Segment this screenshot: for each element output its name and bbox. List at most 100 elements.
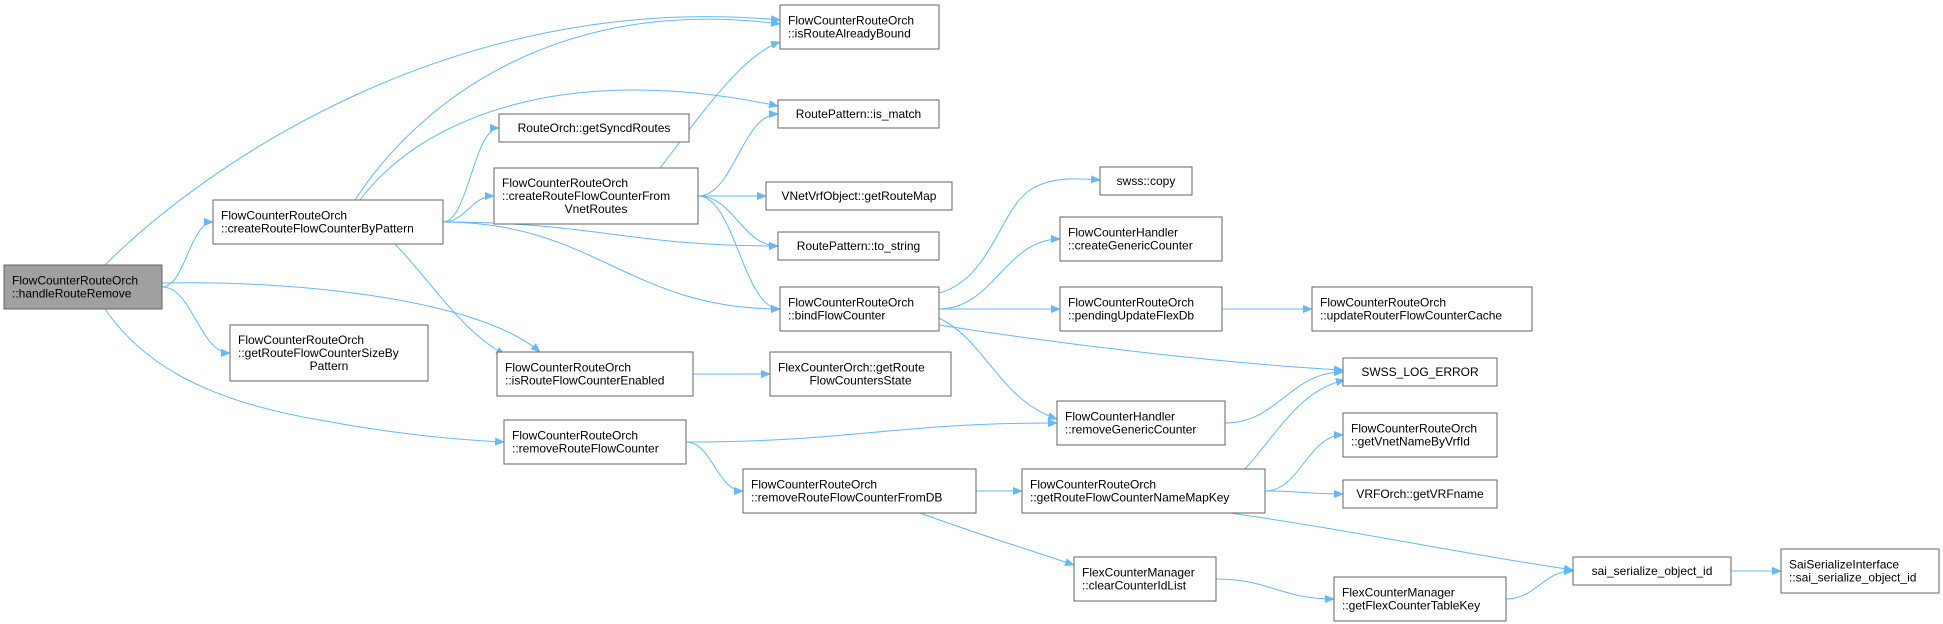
node-label-line: FlowCounterRouteOrch xyxy=(1068,296,1194,310)
node-label-line: FlowCounterRouteOrch xyxy=(238,333,364,347)
node-removeRouteFlowCounterFromDB[interactable]: FlowCounterRouteOrch::removeRouteFlowCou… xyxy=(742,468,977,514)
node-label-line: ::getRouteFlowCounterSizeBy xyxy=(238,346,399,360)
node-label-line: FlowCounterRouteOrch xyxy=(512,429,638,443)
edge-getRouteFlowCounterNameMapKey-to-getVRFname xyxy=(1264,489,1344,498)
node-box xyxy=(3,264,163,310)
node-label-line: sai_serialize_object_id xyxy=(1592,564,1713,578)
node-label-line: SWSS_LOG_ERROR xyxy=(1361,365,1479,379)
node-getRouteFlowCounterSizeByPattern[interactable]: FlowCounterRouteOrch::getRouteFlowCounte… xyxy=(229,324,429,382)
node-clearCounterIdList[interactable]: FlexCounterManager::clearCounterIdList xyxy=(1073,556,1217,602)
node-createGenericCounter[interactable]: FlowCounterHandler::createGenericCounter xyxy=(1059,216,1223,262)
edge-createRouteFlowCounterFromVnetRoutes-to-is_match xyxy=(697,110,779,197)
node-label-line: FlowCounterRouteOrch xyxy=(1320,296,1446,310)
node-SaiSerializeInterface_sai_serialize_object_id[interactable]: SaiSerializeInterface::sai_serialize_obj… xyxy=(1780,548,1940,594)
node-label-line: ::sai_serialize_object_id xyxy=(1789,571,1916,585)
node-updateRouterFlowCounterCache[interactable]: FlowCounterRouteOrch::updateRouterFlowCo… xyxy=(1311,286,1533,332)
node-label-line: FlowCounterRouteOrch xyxy=(1351,422,1477,436)
node-box xyxy=(1333,576,1507,622)
edge-clearCounterIdList-to-getFlexCounterTableKey xyxy=(1215,578,1335,603)
node-pendingUpdateFlexDb[interactable]: FlowCounterRouteOrch::pendingUpdateFlexD… xyxy=(1059,286,1223,332)
node-label-line: FlowCounterRouteOrch xyxy=(12,274,138,288)
node-box xyxy=(1572,556,1732,586)
node-to_string[interactable]: RoutePattern::to_string xyxy=(777,231,940,261)
node-isRouteFlowCounterEnabled[interactable]: FlowCounterRouteOrch::isRouteFlowCounter… xyxy=(496,351,694,397)
node-box xyxy=(1311,286,1533,332)
node-box xyxy=(777,231,940,261)
node-getRouteFlowCounterNameMapKey[interactable]: FlowCounterRouteOrch::getRouteFlowCounte… xyxy=(1021,468,1266,514)
node-getRouteMap[interactable]: VNetVrfObject::getRouteMap xyxy=(765,181,953,211)
edge-getFlexCounterTableKey-to-sai_serialize_object_id xyxy=(1505,567,1574,600)
node-SWSS_LOG_ERROR[interactable]: SWSS_LOG_ERROR xyxy=(1342,357,1498,387)
edge-handleRouteRemove-to-createRouteFlowCounterByPattern xyxy=(161,218,214,288)
node-label-line: RouteOrch::getSyncdRoutes xyxy=(518,121,671,135)
node-label-line: ::removeRouteFlowCounterFromDB xyxy=(751,491,942,505)
node-removeRouteFlowCounter[interactable]: FlowCounterRouteOrch::removeRouteFlowCou… xyxy=(503,419,687,465)
node-label-line: FlowCounterRouteOrch xyxy=(751,478,877,492)
edge-getRouteFlowCounterNameMapKey-to-SWSS_LOG_ERROR xyxy=(1244,378,1346,470)
node-label-line: ::removeRouteFlowCounter xyxy=(512,442,659,456)
node-label-line: ::pendingUpdateFlexDb xyxy=(1068,309,1194,323)
node-label-line: FlowCounterRouteOrch xyxy=(502,176,628,190)
node-sai_serialize_object_id[interactable]: sai_serialize_object_id xyxy=(1572,556,1732,586)
edge-bindFlowCounter-to-SWSS_LOG_ERROR xyxy=(938,324,1344,374)
edge-createRouteFlowCounterFromVnetRoutes-to-isRouteAlreadyBound xyxy=(659,40,781,169)
node-getVRFname[interactable]: VRFOrch::getVRFname xyxy=(1342,479,1498,509)
node-box xyxy=(212,199,444,245)
node-getFlexCounterTableKey[interactable]: FlexCounterManager::getFlexCounterTableK… xyxy=(1333,576,1507,622)
node-box xyxy=(1780,548,1940,594)
node-layer: FlowCounterRouteOrch::handleRouteRemoveF… xyxy=(3,4,1940,622)
edge-bindFlowCounter-to-copy xyxy=(938,175,1101,294)
edge-bindFlowCounter-to-createGenericCounter xyxy=(938,235,1061,310)
node-label-line: VNetVrfObject::getRouteMap xyxy=(782,189,937,203)
node-label-line: ::isRouteFlowCounterEnabled xyxy=(505,374,664,388)
node-label-line: FlowCounterHandler xyxy=(1065,410,1175,424)
node-removeGenericCounter[interactable]: FlowCounterHandler::removeGenericCounter xyxy=(1056,400,1226,446)
edge-layer xyxy=(104,15,1782,603)
edge-createRouteFlowCounterByPattern-to-isRouteAlreadyBound xyxy=(354,18,781,201)
node-label-line: ::bindFlowCounter xyxy=(788,309,885,323)
node-bindFlowCounter[interactable]: FlowCounterRouteOrch::bindFlowCounter xyxy=(779,286,940,332)
node-box xyxy=(1021,468,1266,514)
node-box xyxy=(1073,556,1217,602)
node-box xyxy=(229,324,429,382)
edge-removeRouteFlowCounterFromDB-to-clearCounterIdList xyxy=(919,512,1075,566)
node-label-line: ::clearCounterIdList xyxy=(1082,579,1187,593)
node-box xyxy=(493,167,699,225)
node-getRouteFlowCountersState[interactable]: FlexCounterOrch::getRouteFlowCountersSta… xyxy=(769,351,952,397)
edge-createRouteFlowCounterByPattern-to-createRouteFlowCounterFromVnetRoutes xyxy=(442,192,495,223)
node-label-line: Pattern xyxy=(310,359,349,373)
node-box xyxy=(777,99,940,129)
node-label-line: ::getVnetNameByVrfId xyxy=(1351,435,1470,449)
edge-bindFlowCounter-to-removeGenericCounter xyxy=(938,317,1058,420)
node-createRouteFlowCounterFromVnetRoutes[interactable]: FlowCounterRouteOrch::createRouteFlowCou… xyxy=(493,167,699,225)
edge-handleRouteRemove-to-getRouteFlowCounterSizeByPattern xyxy=(161,286,231,357)
node-box xyxy=(1059,216,1223,262)
node-label-line: FlowCountersState xyxy=(809,374,911,388)
node-getVnetNameByVrfId[interactable]: FlowCounterRouteOrch::getVnetNameByVrfId xyxy=(1342,412,1498,458)
node-box xyxy=(1342,479,1498,509)
node-label-line: VRFOrch::getVRFname xyxy=(1356,487,1484,501)
node-label-line: FlexCounterManager xyxy=(1342,586,1455,600)
node-label-line: FlowCounterRouteOrch xyxy=(505,361,631,375)
node-label-line: RoutePattern::to_string xyxy=(797,239,920,253)
node-label-line: ::createGenericCounter xyxy=(1068,239,1193,253)
edge-createRouteFlowCounterFromVnetRoutes-to-bindFlowCounter xyxy=(697,195,781,313)
node-createRouteFlowCounterByPattern[interactable]: FlowCounterRouteOrch::createRouteFlowCou… xyxy=(212,199,444,245)
node-box xyxy=(1342,357,1498,387)
node-is_match[interactable]: RoutePattern::is_match xyxy=(777,99,940,129)
edge-createRouteFlowCounterByPattern-to-bindFlowCounter xyxy=(442,221,781,313)
node-copy[interactable]: swss::copy xyxy=(1099,166,1193,196)
edge-createRouteFlowCounterFromVnetRoutes-to-to_string xyxy=(697,195,779,250)
node-box xyxy=(1342,412,1498,458)
node-handleRouteRemove[interactable]: FlowCounterRouteOrch::handleRouteRemove xyxy=(3,264,163,310)
node-label-line: FlowCounterRouteOrch xyxy=(788,296,914,310)
node-label-line: ::getFlexCounterTableKey xyxy=(1342,599,1480,613)
node-isRouteAlreadyBound[interactable]: FlowCounterRouteOrch::isRouteAlreadyBoun… xyxy=(779,4,940,50)
node-box xyxy=(496,351,694,397)
node-getSyncdRoutes[interactable]: RouteOrch::getSyncdRoutes xyxy=(498,113,690,143)
node-label-line: FlowCounterRouteOrch xyxy=(788,14,914,28)
node-label-line: ::createRouteFlowCounterFrom xyxy=(502,189,670,203)
node-box xyxy=(769,351,952,397)
node-box xyxy=(779,286,940,332)
